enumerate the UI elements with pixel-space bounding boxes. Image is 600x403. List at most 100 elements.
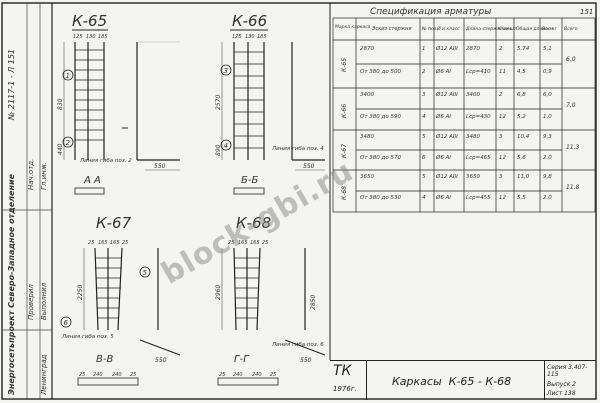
k68-title: К-68 [236,214,271,232]
issue-label: Выпуск 2 [547,381,576,388]
spec-cell-pos: 5 [422,174,426,180]
spec-cell-pos: 1 [422,46,426,52]
svg-text:2570: 2570 [215,95,222,110]
sheet-year: 1976г. [333,385,357,393]
svg-text:К-67: К-67 [341,144,348,158]
spec-cell-qty: 11 [499,69,506,75]
spec-cell-pos: 4 [422,114,426,120]
section-bb: Б-Б [241,175,258,186]
frame-k67: К-67 25 165 165 25 2250 5 6 Линия гиба п… [60,214,181,386]
spec-cell-total: 6,8 [517,92,526,98]
spec-cell-sketch: От 380 до 570 [360,155,401,161]
spec-cell-total: 5,2 [517,114,526,120]
spec-cell-dia: Ø6 АI [436,114,451,120]
spec-cell-dia: Ø12 АIII [436,46,458,52]
svg-text:890: 890 [215,144,222,156]
frame-k68: К-68 25 165 165 25 2960 2850 Линия гиба … [215,214,326,386]
spec-cell-dia: Ø12 АIII [436,92,458,98]
section-vv: В-В [96,354,113,365]
svg-text:130: 130 [86,34,96,40]
spec-cell-sketch: 3650 [360,174,374,180]
svg-text:Линия гиба поз. 4: Линия гиба поз. 4 [271,146,324,152]
svg-text:1: 1 [66,72,70,80]
svg-text:2960: 2960 [215,285,222,300]
svg-text:130: 130 [245,34,255,40]
spec-cell-sum: 11,8 [566,184,580,191]
spec-cell-total: 5,74 [517,46,530,52]
spec-cell-qty: 3 [499,134,503,140]
spec-cell-total: 11,0 [517,174,530,180]
spec-cell-qty: 2 [499,46,503,52]
spec-cell-len: 2870 [466,46,480,52]
spec-cell-w: 2,0 [543,155,552,161]
spec-cell-dia: Ø12 АIII [436,174,458,180]
svg-text:165: 165 [98,240,108,246]
title-block: ТК 1976г. Каркасы К-65 - К-68 Серия 3.40… [330,360,596,400]
svg-text:165: 165 [250,240,260,246]
spec-cell-sum: 11,3 [566,144,580,151]
svg-text:830: 830 [57,98,64,110]
sheet-label: Лист 138 [547,390,576,397]
spec-cell-w: 2,0 [543,195,552,201]
svg-text:165: 165 [238,240,248,246]
svg-text:550: 550 [300,357,312,364]
spec-cell-qty: 2 [499,92,503,98]
svg-text:Нач.отд.: Нач.отд. [27,159,35,190]
position-marker [62,69,74,81]
spec-cell-len: 3650 [466,174,480,180]
svg-text:185: 185 [98,34,108,40]
spec-cell-sketch: 3480 [360,134,374,140]
svg-text:К-68: К-68 [341,186,348,200]
frame-k65: К-65 125 130 185 830 440 1 2 Линия гиба … [57,12,180,195]
svg-text:2250: 2250 [77,285,84,300]
spec-cell-len: Lcp=410 [466,69,491,75]
svg-text:К-65: К-65 [341,58,348,72]
spec-cell-total: 4,5 [517,69,526,75]
spec-cell-pos: 4 [422,195,426,201]
svg-text:165: 165 [110,240,120,246]
spec-cell-w: 9,3 [543,134,552,140]
svg-text:240: 240 [93,372,103,378]
spec-cell-len: 3480 [466,134,480,140]
k65-title: К-65 [72,12,107,30]
spec-cell-dia: Ø6 АI [436,155,451,161]
svg-text:Выполнил: Выполнил [40,282,48,320]
svg-text:Проверил: Проверил [27,284,35,320]
spec-cell-total: 5,6 [517,155,526,161]
svg-text:Всего: Всего [564,26,578,32]
spec-cell-sum: 6,0 [566,56,576,63]
svg-text:Линия гиба поз. 2: Линия гиба поз. 2 [79,158,132,164]
svg-text:2: 2 [66,139,71,147]
stamp-city: Ленинград [40,354,48,396]
spec-cell-qty: 3 [499,174,503,180]
svg-text:Общая длина м: Общая длина м [516,26,553,32]
spec-cell-qty: 12 [499,114,506,120]
spec-cell-sketch: От 380 до 530 [360,195,401,201]
spec-cell-qty: 12 [499,195,506,201]
spec-table: Спецификация арматуры 151 Марка каркаса … [332,7,596,213]
svg-text:Марка каркаса: Марка каркаса [335,24,371,30]
svg-text:25: 25 [130,372,136,378]
svg-text:Длина стержня мм: Длина стержня мм [465,26,512,32]
section-aa: А А [83,175,101,186]
svg-text:3: 3 [224,67,228,75]
spec-cell-dia: Ø6 АI [436,195,451,201]
svg-text:125: 125 [73,34,83,40]
position-marker [62,136,74,148]
svg-text:2850: 2850 [310,295,317,310]
svg-text:25: 25 [228,240,234,246]
section-gg: Г-Г [234,354,250,365]
svg-text:25: 25 [79,372,85,378]
spec-cell-w: 9,8 [543,174,552,180]
frame-k66: К-66 125 130 185 2570 890 3 4 Линия гиба… [215,12,325,195]
spec-cell-len: Lcp=430 [466,114,491,120]
svg-text:25: 25 [262,240,268,246]
stamp-org: Энергосетьпроект Северо-Западное отделен… [7,173,16,395]
svg-text:185: 185 [257,34,267,40]
svg-text:К-66: К-66 [341,104,348,118]
page-number: 151 [580,8,593,16]
svg-text:Ø и класс: Ø и класс [436,25,460,32]
svg-text:125: 125 [232,34,242,40]
